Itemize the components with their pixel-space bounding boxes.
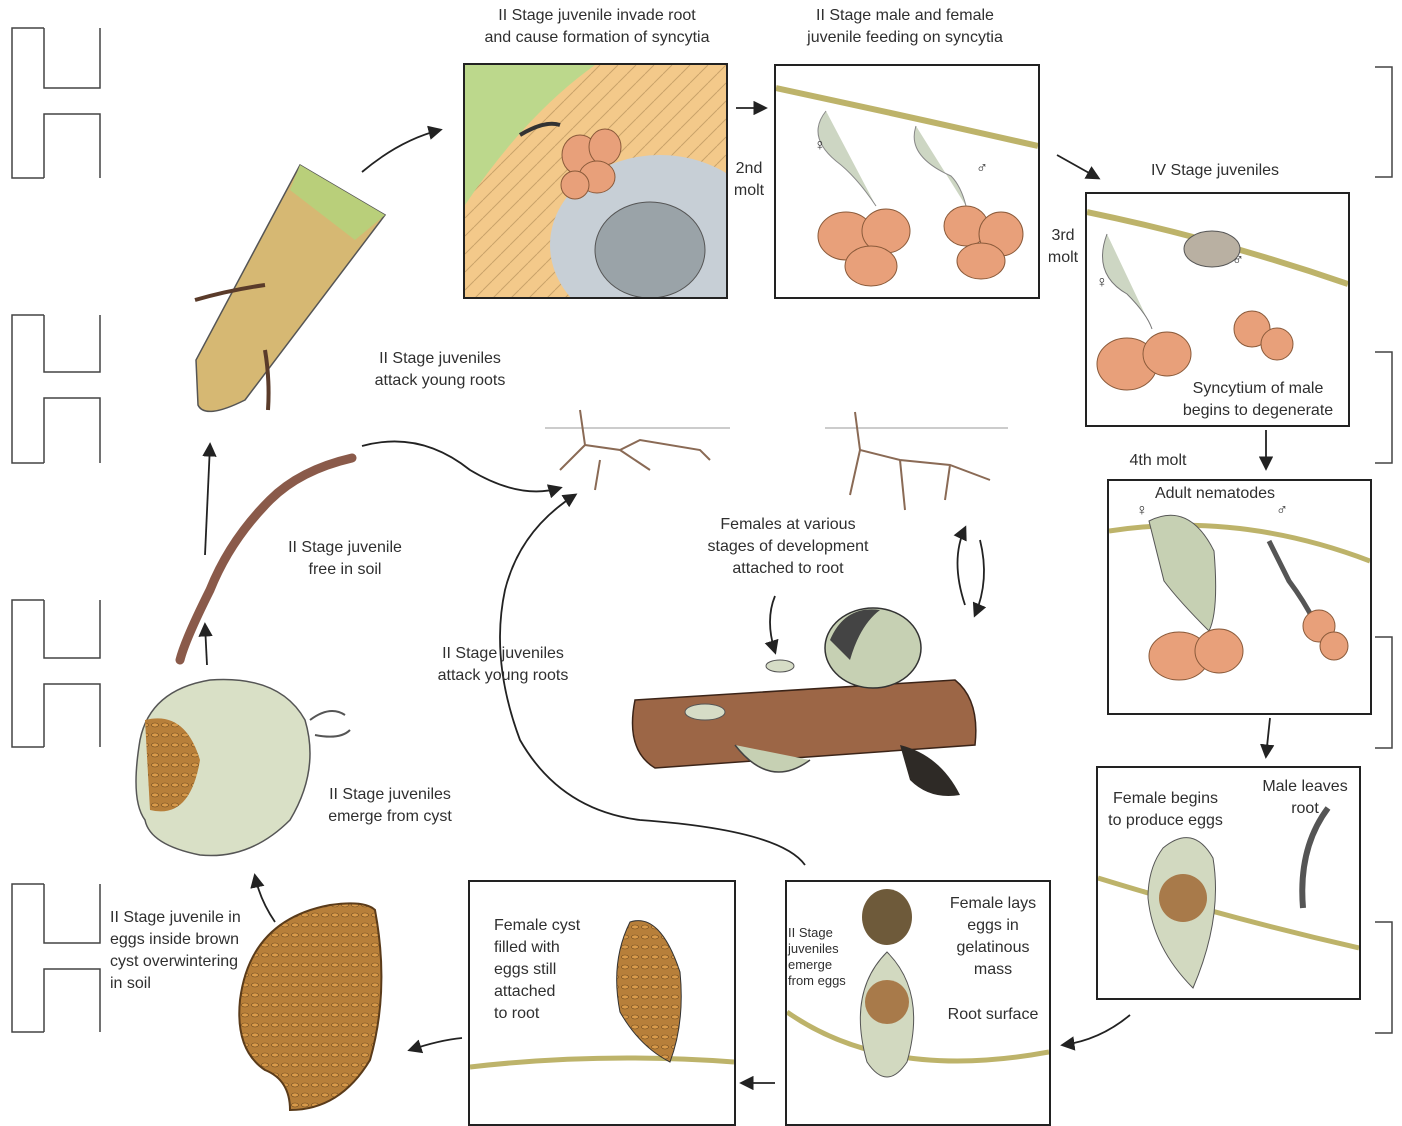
male-symbol: ♂ <box>1272 500 1292 522</box>
label-molt-3: 3rd molt <box>1042 225 1084 269</box>
label-overwintering: II Stage juvenile in eggs inside brown c… <box>110 907 270 995</box>
male-symbol: ♂ <box>972 158 992 180</box>
syncytia-illustration <box>465 65 726 297</box>
panel-feeding-syncytia <box>774 64 1040 299</box>
label-stage-four: IV Stage juveniles <box>1130 160 1300 182</box>
emerging-cyst-illustration <box>136 680 350 856</box>
label-cyst-filled: Female cyst filled with eggs still attac… <box>494 915 604 1025</box>
label-male-leaves-root: Male leaves root <box>1255 776 1355 820</box>
female-symbol: ♀ <box>810 135 830 157</box>
young-roots-right <box>825 412 1008 510</box>
root-with-females-illustration <box>633 608 976 796</box>
label-females-on-root: Females at various stages of development… <box>690 514 886 580</box>
panel-invade-root <box>463 63 728 299</box>
label-molt-4: 4th molt <box>1118 450 1198 472</box>
label-adult-nematodes: Adult nematodes <box>1135 483 1295 505</box>
label-invade-root: II Stage juvenile invade root and cause … <box>452 5 742 49</box>
label-female-produce-eggs: Female begins to produce eggs <box>1098 788 1233 832</box>
label-molt-2: 2nd molt <box>729 158 769 202</box>
female-symbol: ♀ <box>1132 500 1152 522</box>
label-free-in-soil: II Stage juvenile free in soil <box>270 537 420 581</box>
label-attack-roots-middle: II Stage juveniles attack young roots <box>418 643 588 687</box>
label-emerge-from-cyst: II Stage juveniles emerge from cyst <box>305 784 475 828</box>
male-symbol: ♂ <box>1228 250 1248 272</box>
feeding-illustration <box>776 66 1038 297</box>
label-syncytium-degenerate: Syncytium of male begins to degenerate <box>1168 378 1348 422</box>
label-female-lays-eggs: Female lays eggs in gelatinous mass <box>938 893 1048 981</box>
female-symbol: ♀ <box>1092 272 1112 294</box>
label-root-surface: Root surface <box>940 1004 1046 1026</box>
label-feeding: II Stage male and female juvenile feedin… <box>780 5 1030 49</box>
label-attack-roots-top: II Stage juveniles attack young roots <box>355 348 525 392</box>
young-roots-left <box>545 410 730 490</box>
label-emerge-from-eggs: II Stage juveniles emerge from eggs <box>788 925 868 989</box>
